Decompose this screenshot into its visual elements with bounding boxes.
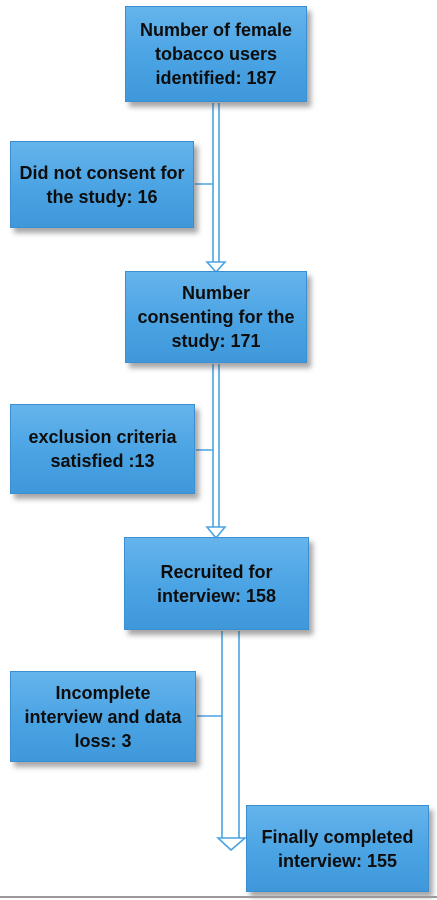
bottom-divider: [0, 896, 437, 898]
exclusion-box: exclusion criteria satisfied :13: [10, 404, 195, 494]
recruited-label: Recruited for interview: 158: [156, 561, 277, 606]
incomplete-label: Incomplete interview and data loss: 3: [24, 682, 182, 751]
no-consent-label: Did not consent for the study: 16: [19, 162, 185, 207]
completed-box: Finally completed interview: 155: [246, 805, 429, 892]
no-consent-box: Did not consent for the study: 16: [10, 141, 194, 228]
arrow-down-icon: [205, 526, 227, 540]
incomplete-box: Incomplete interview and data loss: 3: [10, 671, 196, 762]
identified-box: Number of female tobacco users identifie…: [125, 6, 307, 102]
arrow-down-icon: [205, 261, 227, 274]
consenting-box: Number consenting for the study: 171: [125, 271, 307, 363]
consenting-label: Number consenting for the study: 171: [137, 283, 295, 351]
completed-label: Finally completed interview: 155: [261, 826, 414, 871]
recruited-box: Recruited for interview: 158: [124, 537, 309, 630]
exclusion-label: exclusion criteria satisfied :13: [28, 427, 177, 471]
identified-label: Number of female tobacco users identifie…: [139, 20, 293, 88]
arrow-down-icon: [215, 837, 248, 852]
